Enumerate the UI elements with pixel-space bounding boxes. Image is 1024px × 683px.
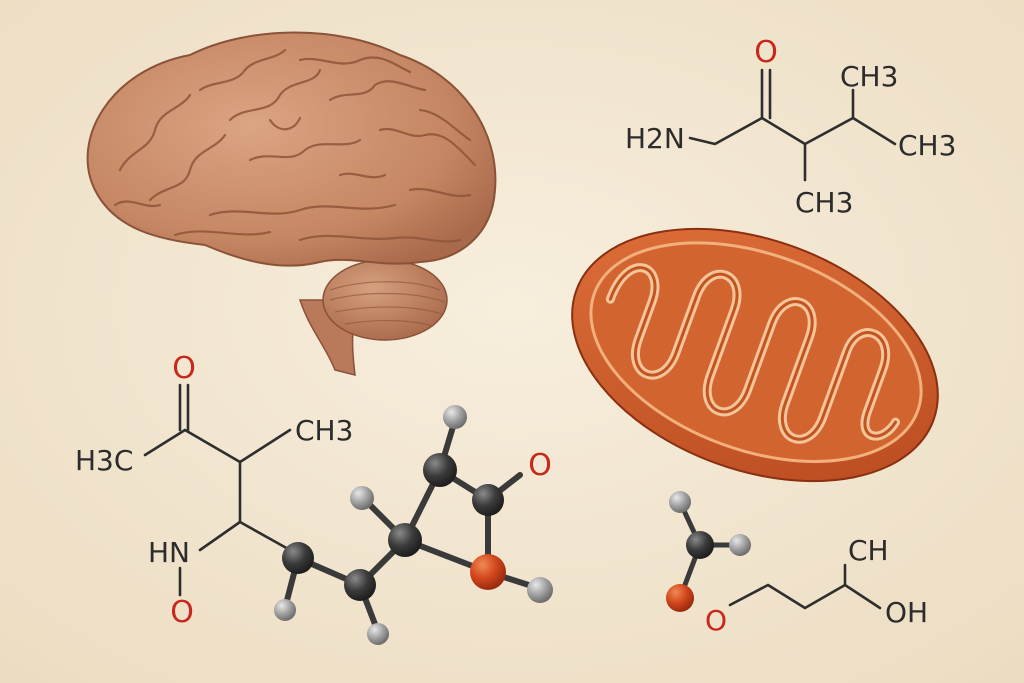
bottom-right-oxygen-label: O bbox=[705, 604, 727, 637]
ball-and-stick-model: O bbox=[274, 405, 553, 645]
atom-hydrogen bbox=[274, 599, 296, 621]
ball-stick-oxygen-label: O bbox=[528, 448, 552, 483]
structure-top-right: O H2N CH3 CH3 CH3 bbox=[625, 35, 956, 219]
mitochondrion-illustration bbox=[571, 227, 939, 483]
atom-hydrogen bbox=[729, 534, 751, 556]
cerebrum bbox=[86, 31, 497, 267]
top-right-methyl-upper-label: CH3 bbox=[840, 60, 898, 93]
atom-hydrogen bbox=[443, 405, 467, 429]
left-methyl-label: H3C bbox=[75, 444, 133, 477]
atom-carbon bbox=[423, 453, 457, 487]
atom-oxygen bbox=[666, 584, 694, 612]
atom-carbon bbox=[282, 542, 314, 574]
bottom-right-hydroxyl-label: OH bbox=[885, 596, 928, 629]
atom-hydrogen bbox=[669, 491, 691, 513]
atom-hydrogen bbox=[350, 486, 374, 510]
structure-left: O H3C CH3 HN O bbox=[75, 351, 353, 630]
atom-carbon bbox=[686, 531, 714, 559]
atom-carbon bbox=[388, 523, 422, 557]
top-right-amine-label: H2N bbox=[625, 122, 685, 155]
top-right-methyl-lower-label: CH3 bbox=[795, 186, 853, 219]
atom-oxygen bbox=[470, 554, 506, 590]
left-methyl-upper-label: CH3 bbox=[295, 414, 353, 447]
atom-hydrogen bbox=[367, 623, 389, 645]
left-oxygen-label: O bbox=[172, 351, 196, 386]
structure-bottom-right: O CH OH bbox=[666, 491, 928, 637]
top-right-oxygen-label: O bbox=[754, 35, 778, 70]
brain-illustration bbox=[86, 31, 497, 376]
atom-carbon bbox=[344, 569, 376, 601]
left-imine-label: HN bbox=[148, 536, 190, 569]
atom-hydrogen bbox=[527, 577, 553, 603]
atom-carbon bbox=[472, 484, 504, 516]
top-right-methyl-right-label: CH3 bbox=[898, 129, 956, 162]
mitochondrion-inner bbox=[589, 241, 923, 463]
bottom-right-ch-label: CH bbox=[848, 534, 889, 567]
left-oxygen-lower-label: O bbox=[170, 595, 194, 630]
cerebellum bbox=[322, 259, 448, 341]
